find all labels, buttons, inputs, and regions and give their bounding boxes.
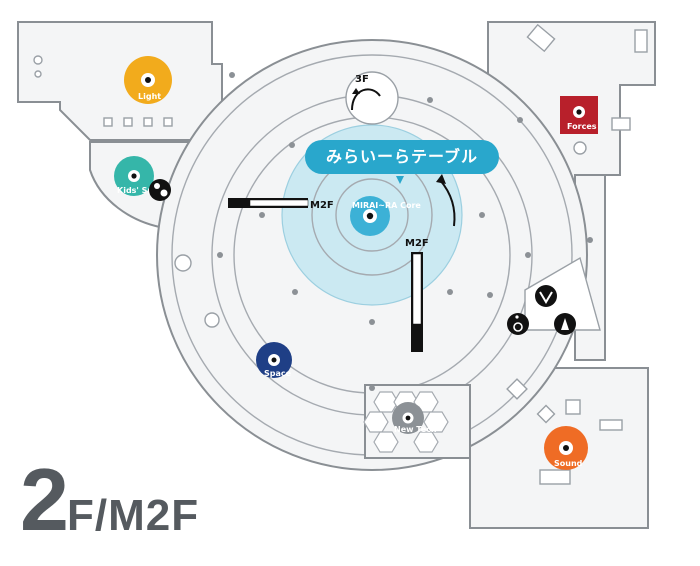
zone-space-label: Space — [264, 369, 292, 378]
zone-new-tech[interactable]: New Tech — [392, 402, 437, 434]
stair-m2f-center-label: M2F — [405, 238, 429, 249]
zone-sound-label: Sound — [554, 459, 583, 468]
zone-light[interactable]: Light — [124, 56, 172, 104]
zone-kids-label: Kids' Space — [117, 186, 169, 195]
mezzanine-unit: F — [171, 491, 200, 540]
stair-m2f-center[interactable]: M2F — [405, 238, 429, 352]
hex-floor — [363, 391, 449, 453]
stair-3f[interactable]: 3F — [345, 71, 399, 125]
zone-kids-space[interactable]: Kids' Space — [114, 156, 169, 196]
zone-sound[interactable]: Sound — [544, 426, 588, 470]
mens-restroom-icon[interactable] — [535, 285, 557, 307]
stair-3f-label: 3F — [355, 74, 369, 85]
floor-unit: F — [66, 491, 95, 540]
zone-newtech-label: New Tech — [394, 425, 437, 434]
zone-forces-label: Forces — [567, 122, 597, 131]
floor-separator: / — [94, 491, 109, 540]
floor-number: 2 — [20, 450, 69, 549]
zone-forces[interactable]: Forces — [560, 96, 598, 134]
baby-care-icon[interactable] — [149, 179, 171, 201]
zone-light-label: Light — [138, 92, 161, 101]
furniture — [33, 23, 648, 485]
mezzanine-label: M2 — [108, 491, 172, 540]
callout-pointer — [396, 176, 404, 184]
zone-mirai-core[interactable]: MIRAI~RA Core — [350, 196, 421, 236]
floor-dots — [217, 72, 593, 391]
stair-m2f-left[interactable]: M2F — [228, 198, 334, 211]
floor-title: 2F/M2F — [20, 450, 199, 550]
mirai-table-callout[interactable]: みらいーらテーブル — [305, 140, 499, 174]
wheelchair-icon[interactable] — [507, 313, 529, 335]
zone-mirai-label: MIRAI~RA Core — [352, 201, 421, 210]
zone-space[interactable]: Space — [256, 342, 292, 378]
womens-restroom-icon[interactable] — [554, 313, 576, 335]
stair-m2f-left-label: M2F — [310, 200, 334, 211]
ramp-arrow — [439, 179, 456, 227]
